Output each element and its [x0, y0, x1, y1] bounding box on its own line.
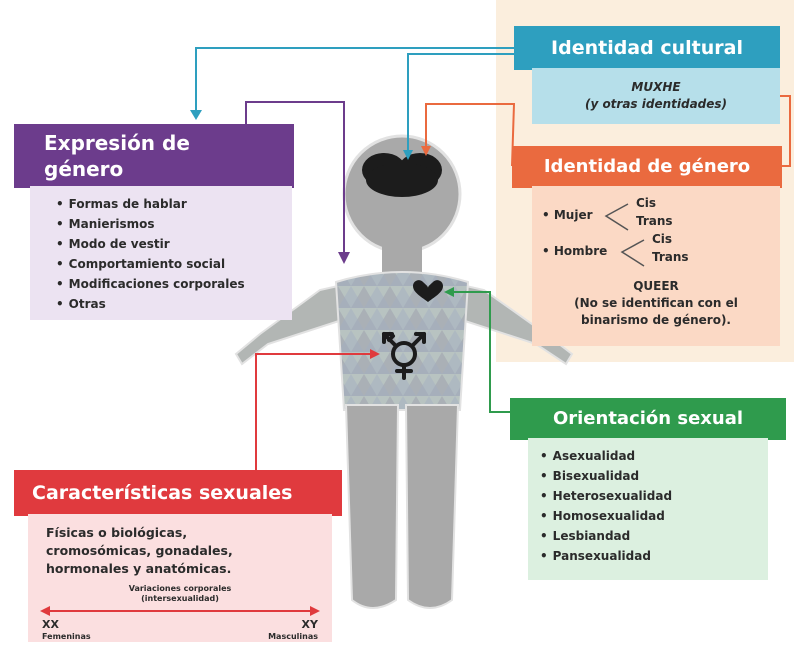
variaciones-line2: (intersexualidad)	[141, 594, 219, 603]
list-item: Pansexualidad	[540, 546, 768, 566]
queer-block: QUEER (No se identifican con el binarism…	[532, 278, 780, 329]
desc-line3: hormonales y anatómicas.	[46, 561, 232, 576]
cultural-connector	[190, 47, 514, 160]
hombre-branch	[620, 239, 645, 267]
expresion-title-line1: Expresión de	[44, 131, 190, 155]
queer-line2: binarismo de género).	[581, 313, 731, 327]
figure-left-leg	[344, 404, 400, 609]
orientacion-connector	[444, 287, 510, 413]
caracteristicas-header: Características sexuales	[14, 470, 342, 516]
caracteristicas-description: Físicas o biológicas, cromosómicas, gona…	[46, 524, 233, 578]
orientacion-header: Orientación sexual	[510, 398, 786, 440]
hombre-label: • Hombre	[542, 244, 608, 258]
femeninas-label: Femeninas	[42, 632, 91, 641]
variaciones-line1: Variaciones corporales	[128, 584, 232, 593]
mujer-branch	[604, 203, 629, 231]
expresion-title-line2: género	[44, 157, 124, 181]
figure-left-arm	[234, 284, 344, 366]
desc-line1: Físicas o biológicas,	[46, 525, 188, 540]
caracteristicas-connector	[255, 349, 380, 470]
figure-neck	[382, 238, 422, 272]
list-item: Homosexualidad	[540, 506, 768, 526]
expresion-connector	[245, 101, 350, 264]
list-item: Modificaciones corporales	[56, 274, 292, 294]
list-item: Manierismos	[56, 214, 292, 234]
list-item: Modo de vestir	[56, 234, 292, 254]
xy-label: XY	[301, 618, 318, 631]
heart-icon	[413, 280, 443, 302]
expresion-panel: Formas de hablar Manierismos Modo de ves…	[30, 186, 292, 320]
orientacion-list: Asexualidad Bisexualidad Heterosexualida…	[540, 446, 768, 566]
intersex-range-arrow	[40, 606, 320, 616]
transgender-symbol-icon	[382, 332, 426, 380]
list-item: Lesbiandad	[540, 526, 768, 546]
expresion-list: Formas de hablar Manierismos Modo de ves…	[56, 194, 292, 314]
caracteristicas-panel: Físicas o biológicas, cromosómicas, gona…	[28, 514, 332, 642]
cultural-line1: MUXHE	[631, 80, 681, 94]
mujer-trans: Trans	[636, 214, 673, 228]
cultural-panel: MUXHE (y otras identidades)	[532, 68, 780, 124]
mujer-label: • Mujer	[542, 208, 593, 222]
list-item: Bisexualidad	[540, 466, 768, 486]
cultural-header: Identidad cultural	[514, 26, 780, 70]
cultural-line2: (y otras identidades)	[584, 97, 728, 111]
queer-line1: (No se identifican con el	[574, 296, 738, 310]
desc-line2: cromosómicas, gonadales,	[46, 543, 233, 558]
queer-title: QUEER	[633, 279, 679, 293]
genero-panel: • Mujer Cis Trans • Hombre Cis Trans QUE…	[532, 186, 780, 346]
list-item: Otras	[56, 294, 292, 314]
hombre-trans: Trans	[652, 250, 689, 264]
brain-icon	[362, 153, 442, 197]
masculinas-label: Masculinas	[268, 632, 318, 641]
figure-right-leg	[404, 404, 460, 609]
genero-header: Identidad de género	[512, 146, 782, 188]
xx-label: XX	[42, 618, 59, 631]
figure-torso	[334, 271, 470, 411]
list-item: Heterosexualidad	[540, 486, 768, 506]
list-item: Comportamiento social	[56, 254, 292, 274]
variaciones-label: Variaciones corporales (intersexualidad)	[28, 584, 332, 604]
mujer-cis: Cis	[636, 196, 657, 210]
hombre-cis: Cis	[652, 232, 673, 246]
orientacion-panel: Asexualidad Bisexualidad Heterosexualida…	[528, 438, 768, 580]
list-item: Asexualidad	[540, 446, 768, 466]
list-item: Formas de hablar	[56, 194, 292, 214]
expresion-header: Expresión de género	[14, 124, 294, 188]
